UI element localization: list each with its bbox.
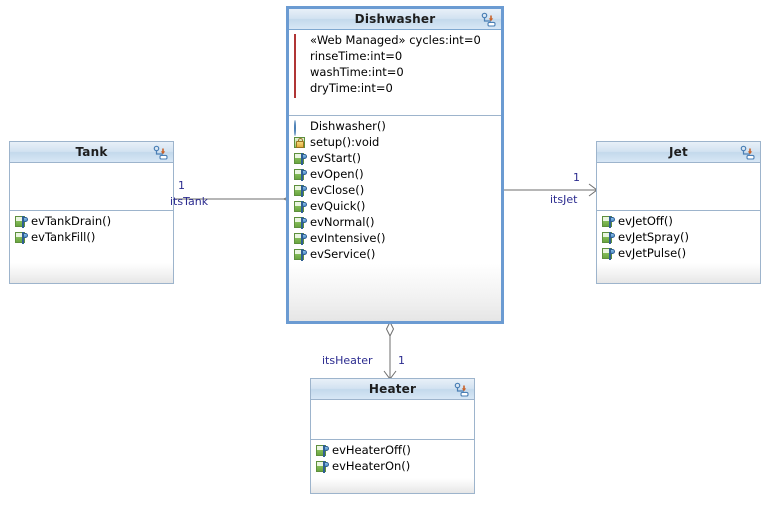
deploy-arrow-icon bbox=[153, 145, 168, 160]
operations-compartment-tank: evTankDrain() evTankFill() bbox=[10, 211, 173, 283]
class-header-jet[interactable]: Jet bbox=[597, 142, 760, 163]
event-icon bbox=[294, 200, 307, 214]
operation-row[interactable]: evTankFill() bbox=[10, 230, 173, 246]
event-icon bbox=[316, 460, 329, 474]
operations-compartment-jet: evJetOff() evJetSpray() evJetPulse() bbox=[597, 211, 760, 283]
operation-row[interactable]: evJetOff() bbox=[597, 214, 760, 230]
attribute-icon bbox=[294, 49, 307, 66]
operation-row[interactable]: evIntensive() bbox=[289, 231, 501, 247]
class-header-tank[interactable]: Tank bbox=[10, 142, 173, 163]
operation-row[interactable]: evHeaterOn() bbox=[311, 459, 474, 475]
class-name-jet: Jet bbox=[669, 145, 688, 159]
attribute-row[interactable]: «Web Managed» cycles:int=0 bbox=[289, 33, 501, 50]
association-multiplicity-jet: 1 bbox=[573, 171, 580, 184]
attributes-compartment-tank bbox=[10, 163, 173, 211]
event-icon bbox=[294, 184, 307, 198]
deploy-arrow-icon bbox=[481, 12, 496, 27]
constructor-icon bbox=[294, 119, 307, 136]
association-multiplicity-tank: 1 bbox=[178, 179, 185, 192]
deploy-arrow-icon bbox=[454, 382, 469, 397]
operation-row[interactable]: evNormal() bbox=[289, 215, 501, 231]
uml-class-tank[interactable]: Tank evTankDrain() evTankFill() bbox=[9, 141, 174, 284]
uml-class-dishwasher[interactable]: Dishwasher «Web Managed» cycles:int=0 ri… bbox=[286, 6, 504, 324]
association-multiplicity-heater: 1 bbox=[398, 354, 405, 367]
association-role-tank: itsTank bbox=[170, 195, 209, 208]
class-name-tank: Tank bbox=[75, 145, 108, 159]
operation-row[interactable]: evOpen() bbox=[289, 167, 501, 183]
association-role-jet: itsJet bbox=[550, 193, 578, 206]
operation-row[interactable]: evJetPulse() bbox=[597, 246, 760, 262]
event-icon bbox=[316, 444, 329, 458]
protected-operation-icon bbox=[294, 136, 307, 150]
deploy-arrow-icon bbox=[740, 145, 755, 160]
class-name-heater: Heater bbox=[368, 382, 417, 396]
operation-row[interactable]: setup():void bbox=[289, 135, 501, 151]
operation-row[interactable]: evService() bbox=[289, 247, 501, 263]
operation-row[interactable]: evStart() bbox=[289, 151, 501, 167]
association-its-jet[interactable] bbox=[488, 183, 598, 197]
class-header-heater[interactable]: Heater bbox=[311, 379, 474, 400]
attribute-row[interactable]: washTime:int=0 bbox=[289, 65, 501, 82]
event-icon bbox=[294, 152, 307, 166]
uml-class-heater[interactable]: Heater evHeaterOff() evHeaterOn bbox=[310, 378, 475, 494]
operations-compartment-heater: evHeaterOff() evHeaterOn() bbox=[311, 440, 474, 493]
operation-row[interactable]: Dishwasher() bbox=[289, 119, 501, 136]
attribute-row[interactable]: dryTime:int=0 bbox=[289, 81, 501, 98]
operation-row[interactable]: evTankDrain() bbox=[10, 214, 173, 230]
attribute-row[interactable]: rinseTime:int=0 bbox=[289, 49, 501, 66]
class-header-dishwasher[interactable]: Dishwasher bbox=[289, 9, 501, 30]
operation-row[interactable]: evClose() bbox=[289, 183, 501, 199]
operation-row[interactable]: evJetSpray() bbox=[597, 230, 760, 246]
attributes-compartment-jet bbox=[597, 163, 760, 211]
attribute-icon bbox=[294, 65, 307, 82]
attributes-compartment-dishwasher: «Web Managed» cycles:int=0 rinseTime:int… bbox=[289, 30, 501, 116]
event-icon bbox=[15, 215, 28, 229]
aggregation-diamond-heater bbox=[385, 320, 395, 338]
operation-row[interactable]: evHeaterOff() bbox=[311, 443, 474, 459]
attributes-compartment-heater bbox=[311, 400, 474, 440]
operations-compartment-dishwasher: Dishwasher() setup():void evStart() evOp… bbox=[289, 116, 501, 321]
event-icon bbox=[602, 247, 615, 261]
association-role-heater: itsHeater bbox=[322, 354, 373, 367]
event-icon bbox=[15, 231, 28, 245]
event-icon bbox=[602, 231, 615, 245]
class-name-dishwasher: Dishwasher bbox=[354, 12, 436, 26]
uml-class-jet[interactable]: Jet evJetOff() evJetSpray() bbox=[596, 141, 761, 284]
event-icon bbox=[602, 215, 615, 229]
operation-row[interactable]: evQuick() bbox=[289, 199, 501, 215]
event-icon bbox=[294, 248, 307, 262]
event-icon bbox=[294, 232, 307, 246]
event-icon bbox=[294, 216, 307, 230]
event-icon bbox=[294, 168, 307, 182]
association-its-heater[interactable] bbox=[383, 320, 397, 380]
attribute-icon bbox=[294, 81, 307, 98]
attribute-icon bbox=[294, 33, 307, 50]
